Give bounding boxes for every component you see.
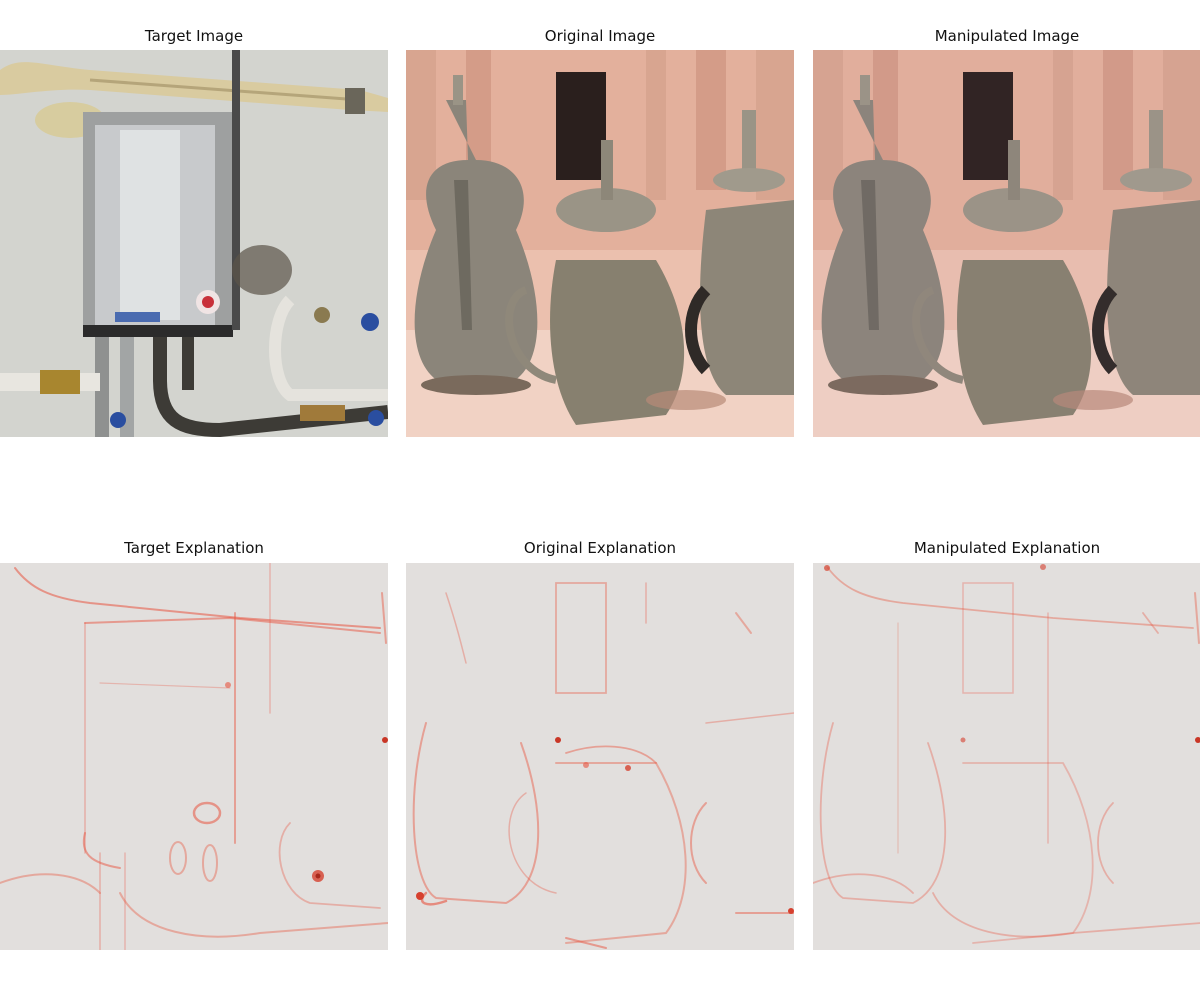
panel-title: Manipulated Image <box>934 27 1080 45</box>
original-explanation-heatmap <box>406 563 794 950</box>
panel-title: Original Explanation <box>523 539 677 557</box>
panel-title: Target Explanation <box>124 539 264 557</box>
panel-title: Manipulated Explanation <box>913 539 1101 557</box>
manipulated-explanation-heatmap <box>813 563 1200 950</box>
panel-title: Target Image <box>144 27 244 45</box>
target-image <box>0 50 388 437</box>
target-explanation-heatmap <box>0 563 388 950</box>
manipulated-image <box>813 50 1200 437</box>
original-image <box>406 50 794 437</box>
panel-title: Original Image <box>544 27 656 45</box>
